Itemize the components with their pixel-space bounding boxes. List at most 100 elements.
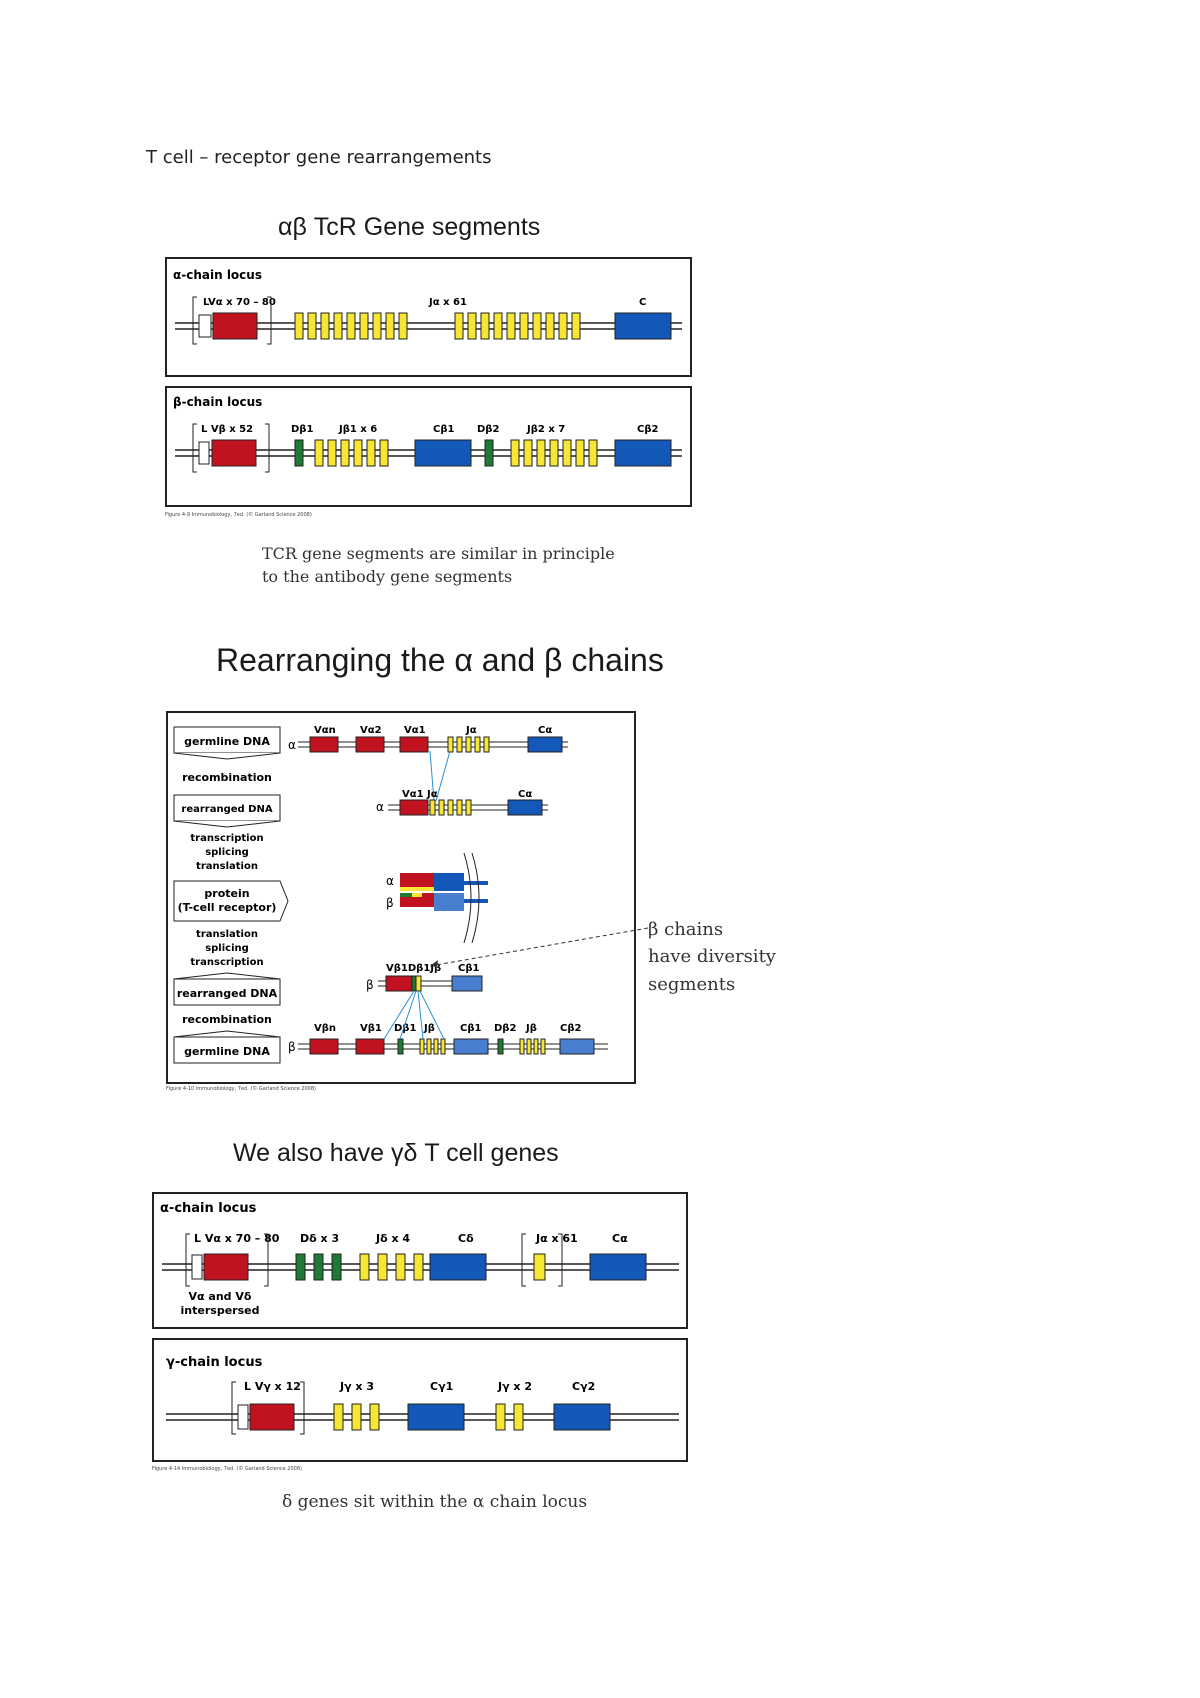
v-a1-j-a-label: Vα1 Jα xyxy=(402,789,438,800)
page-title: T cell – receptor gene rearrangements xyxy=(146,147,492,168)
repeat-bracket xyxy=(231,1381,305,1435)
section1-caption-line2: to the antibody gene segments xyxy=(262,567,513,586)
j-b1-segments xyxy=(419,1038,446,1055)
c-segment xyxy=(614,312,672,340)
c-a-segment xyxy=(527,736,563,753)
alpha-c-label: C xyxy=(639,297,646,308)
j-segments-group-1 xyxy=(294,312,408,340)
j-a-rearranged-segments xyxy=(429,799,472,816)
v-b1-rearranged-segment xyxy=(385,975,413,992)
leader-segment xyxy=(191,1254,203,1280)
v-b1-d-b1-j-b-label: Vβ1Dβ1Jβ xyxy=(386,963,441,974)
j-gamma2-segments xyxy=(495,1403,524,1431)
beta-j1-label: Jβ1 x 6 xyxy=(338,424,377,435)
step-rearranged-top: rearranged DNA xyxy=(173,794,281,828)
beta-d1-label: Dβ1 xyxy=(291,424,313,435)
c2-segment xyxy=(614,439,672,467)
beta-locus-diagram: β-chain locus L Vβ x 52 Dβ1 Jβ1 x 6 Cβ1 … xyxy=(173,395,682,473)
repeat-bracket xyxy=(185,1233,269,1287)
gamma-c1-label: Cγ1 xyxy=(430,1380,453,1393)
v-a2-label: Vα2 xyxy=(360,725,382,736)
alpha-v-label: LVα x 70 – 80 xyxy=(203,297,276,308)
c-b2-label: Cβ2 xyxy=(560,1023,581,1034)
gd-c-alpha-label: Cα xyxy=(612,1232,628,1245)
step-rearranged-bottom: rearranged DNA xyxy=(173,972,281,1006)
section1-caption-line1: TCR gene segments are similar in princip… xyxy=(262,544,615,563)
recombination-link xyxy=(435,750,451,802)
beta-j2-label: Jβ2 x 7 xyxy=(526,424,565,435)
v-a1-rearranged-segment xyxy=(399,799,429,816)
j-alpha-bracket xyxy=(521,1233,563,1287)
label-recombination-bottom: recombination xyxy=(182,1013,272,1026)
annotation-pointer xyxy=(429,927,649,967)
c-a-rearranged-segment xyxy=(507,799,543,816)
c-b2-segment xyxy=(559,1038,595,1055)
beta-d2-label: Dβ2 xyxy=(477,424,499,435)
c-b1-segment xyxy=(453,1038,489,1055)
beta-recombination-links xyxy=(383,990,445,1040)
section1-heading: αβ TcR Gene segments xyxy=(278,213,541,241)
label-germline-top: germline DNA xyxy=(184,735,270,748)
j1-segments xyxy=(314,439,389,467)
gamma-locus-title: γ-chain locus xyxy=(166,1355,263,1370)
gd-ja-label: Jα x 61 xyxy=(535,1232,578,1245)
c-gamma2-segment xyxy=(553,1403,611,1431)
figure-credit-1: Figure 4-9 Immunobiology, 7ed. (© Garlan… xyxy=(165,512,312,518)
gd-j-label: Jδ x 4 xyxy=(375,1232,410,1245)
d2-segment xyxy=(484,439,494,467)
v-segment xyxy=(212,312,258,340)
gd-c-delta-label: Cδ xyxy=(458,1232,474,1245)
alpha-chain-locus-panel: α-chain locus LVα x 70 – 80 Jα x 61 C xyxy=(165,257,692,377)
repeat-bracket xyxy=(192,296,272,345)
beta-label-germline: β xyxy=(288,1040,296,1054)
c-b1-rearranged-segment xyxy=(451,975,483,992)
v-a1-label: Vα1 xyxy=(404,725,426,736)
beta-c1-label: Cβ1 xyxy=(433,424,454,435)
figure-credit-2: Figure 4-10 Immunobiology, 7ed. (© Garla… xyxy=(166,1086,316,1092)
label-germline-bottom: germline DNA xyxy=(184,1045,270,1058)
v-an-segment xyxy=(309,736,339,753)
j-gamma1-segments xyxy=(333,1403,380,1431)
label-rearranged-top: rearranged DNA xyxy=(181,804,272,815)
d-b2-label: Dβ2 xyxy=(494,1023,516,1034)
annotation-line2: have diversity xyxy=(648,946,776,967)
figure-credit-3: Figure 4-14 Immunobiology, 7ed. (© Garla… xyxy=(152,1466,302,1472)
j-delta-segments xyxy=(359,1253,424,1281)
v-segment xyxy=(203,1253,249,1281)
j-b-label: Jβ xyxy=(423,1023,435,1034)
rearrangement-panel: germline DNA recombination rearranged DN… xyxy=(166,711,636,1084)
c-gamma1-segment xyxy=(407,1403,465,1431)
annotation-line1: β chains xyxy=(648,919,724,940)
label-rearranged-bottom: rearranged DNA xyxy=(177,987,278,1000)
v-bn-label: Vβn xyxy=(314,1023,336,1034)
v-a1-segment xyxy=(399,736,429,753)
j-b2-segments xyxy=(519,1038,546,1055)
beta-c2-label: Cβ2 xyxy=(637,424,658,435)
alpha-label-rearranged: α xyxy=(376,800,384,814)
section3-caption: δ genes sit within the α chain locus xyxy=(282,1492,588,1512)
rearrangement-diagram: germline DNA recombination rearranged DN… xyxy=(173,725,608,1064)
gd-alpha-locus-diagram: α-chain locus L Vα x 70 – 80 Dδ x 3 Jδ x… xyxy=(160,1201,679,1317)
c-alpha-segment xyxy=(589,1253,647,1281)
alpha-locus-title: α-chain locus xyxy=(173,268,262,282)
v-segment xyxy=(211,439,257,467)
v-a2-segment xyxy=(355,736,385,753)
alpha-j-label: Jα x 61 xyxy=(428,297,467,308)
label-translation-top: translation xyxy=(196,861,258,872)
tcr-protein xyxy=(400,873,488,911)
v-bn-segment xyxy=(309,1038,339,1055)
gd-alpha-v-label: L Vα x 70 – 80 xyxy=(194,1232,280,1245)
annotation-line3: segments xyxy=(648,974,736,995)
label-protein: protein xyxy=(204,887,249,900)
repeat-bracket xyxy=(192,423,270,473)
beta-chain-locus-panel: β-chain locus L Vβ x 52 Dβ1 Jβ1 x 6 Cβ1 … xyxy=(165,386,692,507)
c-b1-label-rearranged: Cβ1 xyxy=(458,963,479,974)
c-b1-label: Cβ1 xyxy=(460,1023,481,1034)
d1-segment xyxy=(294,439,304,467)
d-b2-segment xyxy=(497,1038,504,1055)
membrane xyxy=(463,852,472,944)
alpha-chain-label: α xyxy=(386,874,394,888)
recombination-link xyxy=(429,750,435,802)
c-delta-segment xyxy=(429,1253,487,1281)
step-germline-bottom: germline DNA xyxy=(173,1030,281,1064)
